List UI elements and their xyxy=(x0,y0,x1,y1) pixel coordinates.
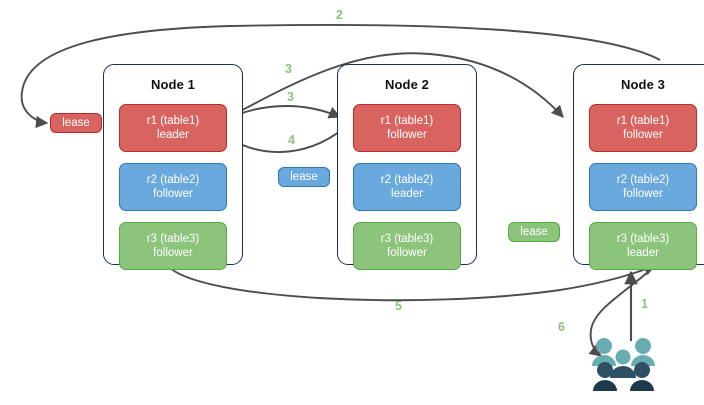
lease-chip-green[interactable]: lease xyxy=(508,222,560,242)
replica-r2[interactable]: r2 (table2) follower xyxy=(589,163,697,211)
step-label-3-node2: 3 xyxy=(287,90,294,104)
lease-label: lease xyxy=(62,117,90,129)
replica-r3[interactable]: r3 (table3) follower xyxy=(353,222,461,270)
replica-r3[interactable]: r3 (table3) leader xyxy=(589,222,697,270)
node-title: Node 3 xyxy=(621,77,665,92)
replica-r1[interactable]: r1 (table1) follower xyxy=(589,104,697,152)
replica-name: r2 (table2) xyxy=(380,174,434,186)
node-box-3[interactable]: Node 3 r1 (table1) follower r2 (table2) … xyxy=(573,64,704,270)
edge-step-5 xyxy=(167,264,657,302)
replica-name: r2 (table2) xyxy=(616,174,670,186)
replica-r2[interactable]: r2 (table2) leader xyxy=(353,163,461,211)
replica-r1[interactable]: r1 (table1) follower xyxy=(353,104,461,152)
step-label-1: 1 xyxy=(641,297,648,311)
node-title: Node 2 xyxy=(385,77,429,92)
step-label-2: 2 xyxy=(336,8,343,22)
replica-r3[interactable]: r3 (table3) follower xyxy=(119,222,227,270)
node-box-1[interactable]: Node 1 r1 (table1) leader r2 (table2) fo… xyxy=(103,64,243,270)
replica-name: r3 (table3) xyxy=(616,233,670,245)
users-icon xyxy=(591,334,657,396)
replica-name: r1 (table1) xyxy=(146,115,200,127)
replica-role: leader xyxy=(627,247,659,259)
replica-name: r3 (table3) xyxy=(146,233,200,245)
replica-name: r1 (table1) xyxy=(380,115,434,127)
replica-r1[interactable]: r1 (table1) leader xyxy=(119,104,227,152)
node-title: Node 1 xyxy=(151,77,195,92)
step-label-4: 4 xyxy=(288,133,295,147)
step-label-6: 6 xyxy=(558,320,565,334)
replica-role: leader xyxy=(391,188,423,200)
replica-role: follower xyxy=(623,129,663,141)
step-label-5: 5 xyxy=(395,299,402,313)
node-box-2[interactable]: Node 2 r1 (table1) follower r2 (table2) … xyxy=(337,64,477,270)
replica-role: follower xyxy=(387,247,427,259)
replica-name: r2 (table2) xyxy=(146,174,200,186)
lease-chip-blue[interactable]: lease xyxy=(278,167,330,187)
lease-label: lease xyxy=(290,171,318,183)
lease-chip-red[interactable]: lease xyxy=(50,113,102,133)
replica-role: follower xyxy=(623,188,663,200)
replica-name: r3 (table3) xyxy=(380,233,434,245)
replica-name: r1 (table1) xyxy=(616,115,670,127)
replica-role: leader xyxy=(157,129,189,141)
replica-r2[interactable]: r2 (table2) follower xyxy=(119,163,227,211)
replica-role: follower xyxy=(153,247,193,259)
replica-role: follower xyxy=(153,188,193,200)
step-label-3-node3: 3 xyxy=(285,62,292,76)
lease-label: lease xyxy=(520,226,548,238)
replica-role: follower xyxy=(387,129,427,141)
